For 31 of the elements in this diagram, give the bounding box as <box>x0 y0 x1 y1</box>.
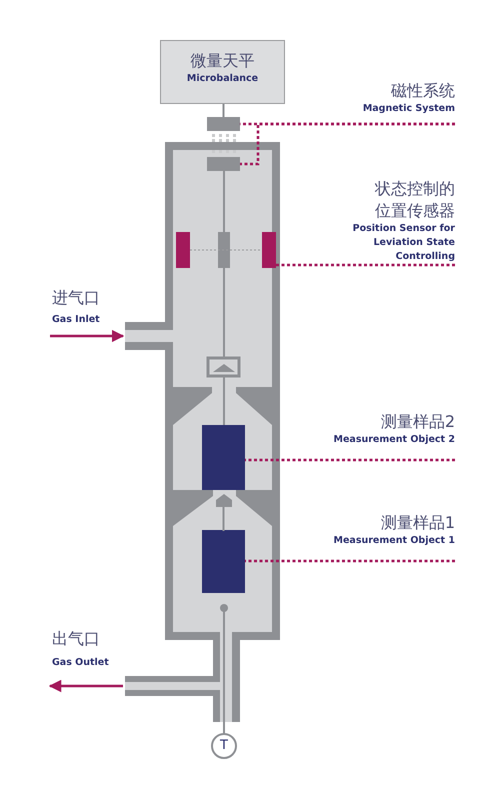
suspension-rod <box>222 104 224 118</box>
english-label: Microbalance <box>186 72 258 86</box>
magnet-block <box>207 117 240 131</box>
port-label-chinese: 出气口 <box>52 628 100 650</box>
chinese-label: 微量天平 <box>190 50 254 72</box>
chinese-label: 磁性系统 <box>391 80 455 102</box>
temperature-sensor-symbol: T <box>211 733 237 759</box>
chinese-label: 测量样品2 <box>380 411 455 433</box>
port-label-chinese: 进气口 <box>52 287 100 309</box>
chinese-label: 测量样品1 <box>380 512 455 534</box>
port-label: Gas Outlet <box>52 656 109 670</box>
leader-line <box>245 560 455 562</box>
port-label: Gas Inlet <box>52 313 100 327</box>
flow-arrow <box>48 680 123 692</box>
english-label: Position Sensor for Leviation State Controlling <box>352 222 455 264</box>
position-sensor-block <box>262 232 276 268</box>
english-label: Magnetic System <box>362 102 455 116</box>
leader-line <box>245 458 455 462</box>
leader-line <box>240 122 455 166</box>
chinese-label: 状态控制的位置传感器 <box>374 178 455 222</box>
suspension-rod <box>222 507 224 531</box>
leader-line <box>276 264 455 266</box>
suspension-rod <box>223 722 225 734</box>
flow-arrow <box>50 330 124 342</box>
magnet-block <box>207 157 240 171</box>
microbalance-box <box>160 40 285 104</box>
sample-block <box>202 530 245 593</box>
english-label: Measurement Object 2 <box>334 433 455 447</box>
sample-block <box>202 425 245 490</box>
measuring-cell-drawing <box>125 142 280 722</box>
english-label: Measurement Object 1 <box>334 534 455 548</box>
